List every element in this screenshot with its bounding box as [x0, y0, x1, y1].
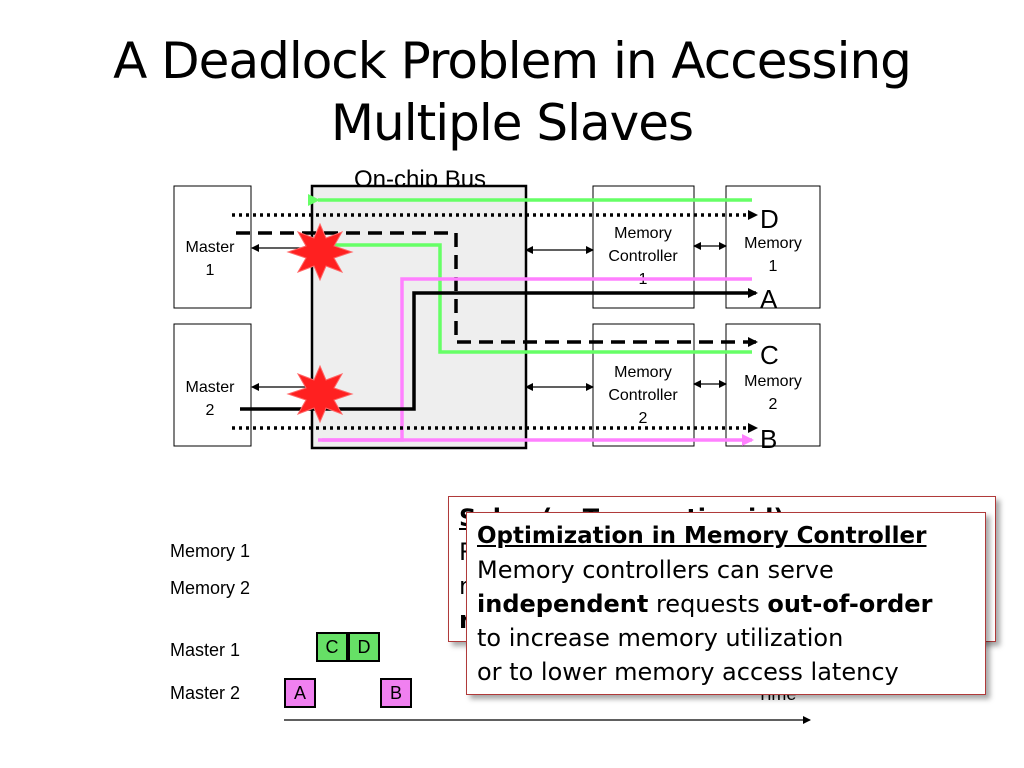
mc1-label-1: Memory — [614, 225, 672, 242]
out-of-order-text: out-of-order — [767, 590, 933, 618]
letter-b: B — [760, 424, 777, 454]
requests-text: requests — [648, 590, 768, 618]
mc2-label-3: 2 — [639, 410, 648, 427]
timeline-box-d: D — [348, 632, 380, 662]
collision-burst-top — [286, 222, 354, 282]
solve-popup-line-3: r — [459, 606, 471, 634]
optimization-line-1: Memory controllers can serve — [477, 556, 834, 584]
path-c-dashed — [236, 231, 758, 347]
mem1-number: 1 — [769, 258, 778, 275]
master2-number: 2 — [206, 402, 215, 419]
optimization-popup: Optimization in Memory Controller Memory… — [466, 512, 986, 695]
collision-burst-bottom — [286, 364, 354, 424]
path-a-solid — [240, 288, 758, 411]
slide-title: A Deadlock Problem in Accessing Multiple… — [0, 30, 1024, 154]
letter-d: D — [760, 204, 779, 234]
timeline-box-b: B — [380, 678, 412, 708]
mem1-label: Memory — [744, 235, 802, 252]
master2-label: Master — [186, 379, 236, 396]
mem1-box — [725, 185, 821, 309]
mem2-box — [725, 323, 821, 447]
mc2-label-2: Controller — [608, 387, 678, 404]
timeline-label-memory1: Memory 1 — [170, 541, 251, 561]
timeline-box-a: A — [284, 678, 316, 708]
mc1-box — [592, 185, 695, 309]
timeline-label-memory2: Memory 2 — [170, 578, 251, 598]
path-c-response-green — [322, 243, 752, 354]
master2-box — [173, 323, 252, 447]
independent-text: independent — [477, 590, 649, 618]
mc2-label-1: Memory — [614, 364, 672, 381]
timeline-label-master1: Master 1 — [170, 640, 241, 660]
timeline-label-master2: Master 2 — [170, 683, 241, 703]
mc1-label-2: Controller — [608, 248, 678, 265]
title-line-2: Multiple Slaves — [330, 94, 694, 152]
optimization-heading: Optimization in Memory Controller — [477, 523, 927, 549]
letter-a: A — [760, 284, 778, 314]
optimization-line-4: or to lower memory access latency — [477, 658, 899, 686]
mem2-label: Memory — [744, 373, 802, 390]
master1-number: 1 — [206, 262, 215, 279]
master1-label: Master — [186, 239, 236, 256]
bus-box — [310, 184, 528, 450]
optimization-line-2: independent requests out-of-order — [477, 587, 975, 621]
title-line-1: A Deadlock Problem in Accessing — [113, 32, 912, 90]
mc2-box — [592, 323, 695, 447]
timeline-box-c: C — [316, 632, 348, 662]
letter-c: C — [760, 340, 779, 370]
optimization-line-3: to increase memory utilization — [477, 624, 844, 652]
mem2-number: 2 — [769, 396, 778, 413]
